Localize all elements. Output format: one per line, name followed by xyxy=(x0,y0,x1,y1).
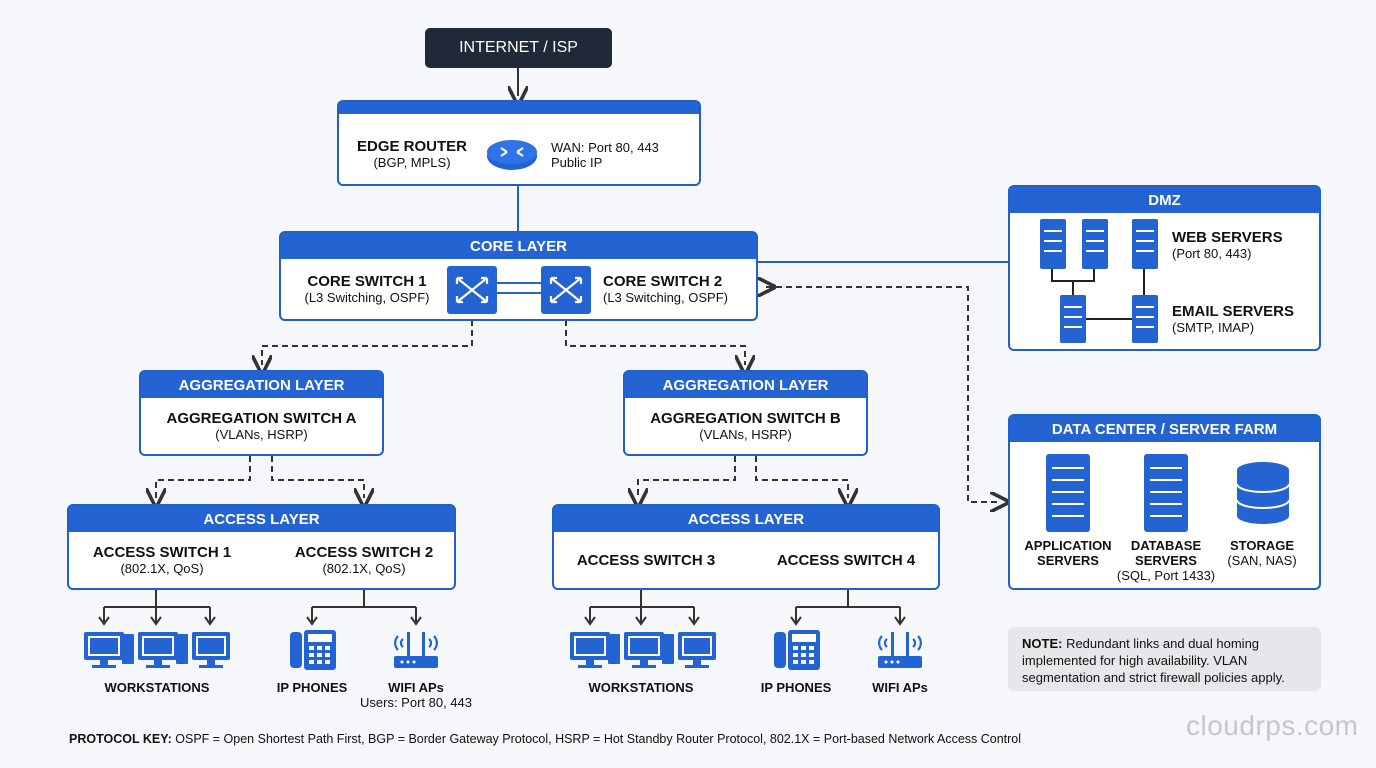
wifi-ap-icon-right xyxy=(878,632,922,668)
link-agga-access2 xyxy=(271,456,364,498)
link-access4-devices xyxy=(795,589,901,622)
edge-router-box: EDGE ROUTER (BGP, MPLS) WAN: Port 80, 44… xyxy=(337,100,701,186)
storage-label: STORAGE xyxy=(1229,538,1295,553)
aggregation-a-name: AGGREGATION SWITCH A xyxy=(166,410,357,427)
protocol-key: PROTOCOL KEY: OSPF = Open Shortest Path … xyxy=(69,732,1021,746)
access-layer-left-box: ACCESS LAYER ACCESS SWITCH 1 (802.1X, Qo… xyxy=(67,504,456,590)
aggregation-b-box: AGGREGATION LAYER AGGREGATION SWITCH B (… xyxy=(623,370,868,456)
access-layer-right-box: ACCESS LAYER ACCESS SWITCH 3 ACCESS SWIT… xyxy=(552,504,940,590)
workstation-icons-right xyxy=(570,632,716,668)
application-servers-label-2: SERVERS xyxy=(1037,553,1099,568)
access-switch-3-name: ACCESS SWITCH 3 xyxy=(576,552,716,569)
edge-wan: WAN: Port 80, 443 xyxy=(551,140,659,155)
access-layer-right-header: ACCESS LAYER xyxy=(554,506,938,532)
ip-phone-icon-left xyxy=(290,630,336,670)
core-switch-2-name: CORE SWITCH 2 xyxy=(603,273,723,290)
protocol-key-text: OSPF = Open Shortest Path First, BGP = B… xyxy=(171,732,1022,746)
access-switch-1-name: ACCESS SWITCH 1 xyxy=(92,544,232,561)
link-access1-ws xyxy=(103,589,211,622)
dmz-web-servers: WEB SERVERS xyxy=(1172,229,1283,246)
application-servers-label-1: APPLICATION xyxy=(1024,538,1112,553)
ip-phones-right-label: IP PHONES xyxy=(760,680,832,695)
aggregation-b-header: AGGREGATION LAYER xyxy=(625,372,866,398)
aggregation-a-header: AGGREGATION LAYER xyxy=(141,372,382,398)
router-icon xyxy=(487,140,537,170)
aggregation-a-box: AGGREGATION LAYER AGGREGATION SWITCH A (… xyxy=(139,370,384,456)
link-core-agg-b xyxy=(565,320,745,365)
link-agga-access1 xyxy=(156,456,251,498)
workstations-right-label: WORKSTATIONS xyxy=(588,680,694,695)
core-switch-2-icon xyxy=(541,266,591,314)
link-access3-ws xyxy=(589,589,695,622)
link-aggb-access4 xyxy=(755,456,848,498)
dmz-email-servers: EMAIL SERVERS xyxy=(1172,303,1294,320)
protocol-key-label: PROTOCOL KEY: xyxy=(69,732,172,746)
watermark: cloudrps.com xyxy=(1186,710,1359,741)
dmz-header: DMZ xyxy=(1010,187,1319,213)
access-switch-2-name: ACCESS SWITCH 2 xyxy=(294,544,434,561)
wifi-aps-left-label: WIFI APs xyxy=(388,680,444,695)
ip-phones-left-label: IP PHONES xyxy=(276,680,348,695)
datacenter-header: DATA CENTER / SERVER FARM xyxy=(1010,416,1319,442)
note-label: NOTE: xyxy=(1022,636,1063,651)
aggregation-b-sub: (VLANs, HSRP) xyxy=(699,427,792,442)
link-access2-devices xyxy=(311,589,417,622)
core-layer-box: CORE LAYER CORE SWITCH 1 (L3 Switching, … xyxy=(279,231,758,321)
core-switch-2-sub: (L3 Switching, OSPF) xyxy=(603,290,728,305)
workstations-left-label: WORKSTATIONS xyxy=(104,680,210,695)
dmz-web-ports: (Port 80, 443) xyxy=(1172,246,1252,261)
core-switch-1-sub: (L3 Switching, OSPF) xyxy=(304,290,430,305)
edge-router-protocols: (BGP, MPLS) xyxy=(373,155,451,170)
storage-database-icon xyxy=(1236,462,1290,524)
note-box: NOTE: Redundant links and dual homing im… xyxy=(1008,627,1321,691)
dmz-box: DMZ WEB SERVERS (Port 80, 443) EMAIL SER… xyxy=(1008,185,1321,351)
ip-phone-icon-right xyxy=(774,630,820,670)
access-switch-4-name: ACCESS SWITCH 4 xyxy=(776,552,916,569)
database-servers-label-2: SERVERS xyxy=(1135,553,1197,568)
wifi-ap-icon-left xyxy=(394,632,438,668)
link-aggb-access3 xyxy=(638,456,736,498)
workstation-icons-left xyxy=(84,632,230,668)
link-core-agg-a xyxy=(262,320,473,365)
storage-sub: (SAN, NAS) xyxy=(1227,553,1297,568)
database-servers-sub: (SQL, Port 1433) xyxy=(1116,568,1216,583)
application-server-icon xyxy=(1046,454,1090,532)
access-switch-1-sub: (802.1X, QoS) xyxy=(120,561,204,576)
link-core-datacenter xyxy=(766,287,1000,502)
core-switch-1-icon xyxy=(447,266,497,314)
internet-node: INTERNET / ISP xyxy=(425,28,612,68)
aggregation-b-name: AGGREGATION SWITCH B xyxy=(650,410,841,427)
dmz-email-protocols: (SMTP, IMAP) xyxy=(1172,320,1255,335)
edge-public-ip: Public IP xyxy=(551,155,603,170)
access-switch-2-sub: (802.1X, QoS) xyxy=(322,561,406,576)
core-layer-header: CORE LAYER xyxy=(281,233,756,259)
internet-label: INTERNET / ISP xyxy=(459,39,578,56)
aggregation-a-sub: (VLANs, HSRP) xyxy=(215,427,308,442)
edge-router-name: EDGE ROUTER xyxy=(356,138,467,155)
wifi-aps-right-label: WIFI APs xyxy=(872,680,928,695)
database-servers-label-1: DATABASE xyxy=(1130,538,1202,553)
dmz-server-icons xyxy=(1040,219,1158,343)
datacenter-box: DATA CENTER / SERVER FARM APPLICATION SE… xyxy=(1008,414,1321,590)
access-layer-left-header: ACCESS LAYER xyxy=(69,506,454,532)
note-text: Redundant links and dual homing implemen… xyxy=(1022,636,1285,685)
database-server-icon xyxy=(1144,454,1188,532)
core-switch-1-name: CORE SWITCH 1 xyxy=(307,273,427,290)
wifi-aps-left-sub: Users: Port 80, 443 xyxy=(360,695,472,710)
